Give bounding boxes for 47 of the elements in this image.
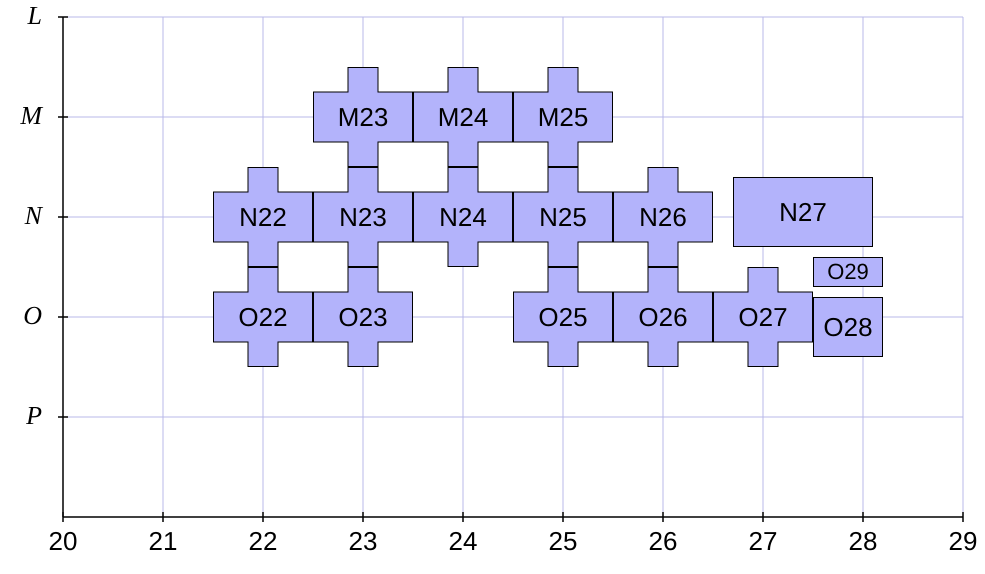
- tile-label: O28: [823, 314, 873, 340]
- cross-tile: [213, 267, 313, 367]
- tile-label: O25: [538, 304, 588, 330]
- axis-label: 21: [148, 528, 178, 554]
- tile-label: O27: [738, 304, 788, 330]
- axis-label: 24: [448, 528, 478, 554]
- tile-label: M23: [338, 104, 388, 130]
- axis-label: P: [25, 403, 42, 429]
- axis-label: 23: [348, 528, 378, 554]
- cross-tile: [613, 267, 713, 367]
- cross-tile: [413, 67, 513, 167]
- tile-label: M24: [438, 104, 488, 130]
- cross-tile: [213, 167, 313, 267]
- axis-label: 29: [948, 528, 978, 554]
- axis-label: O: [22, 303, 42, 329]
- axis-label: L: [26, 3, 42, 29]
- tile-label: O22: [238, 304, 288, 330]
- tile-label: N23: [339, 204, 387, 230]
- tile-label: N27: [779, 199, 827, 225]
- tile-label: O26: [638, 304, 688, 330]
- cross-tile: [313, 167, 413, 267]
- rect-tile: [813, 257, 883, 287]
- axis-label: N: [24, 203, 42, 229]
- tile-label: N25: [539, 204, 587, 230]
- axis-label: 28: [848, 528, 878, 554]
- axis-label: 27: [748, 528, 778, 554]
- cross-tile: [313, 67, 413, 167]
- cross-tile: [513, 67, 613, 167]
- axis-label: M: [19, 103, 42, 129]
- tile-label: N24: [439, 204, 487, 230]
- cross-tile: [513, 167, 613, 267]
- tile-label: N22: [239, 204, 287, 230]
- cross-tile: [713, 267, 813, 367]
- rect-tile: [733, 177, 873, 247]
- axis-label: 20: [48, 528, 78, 554]
- tile-label: N26: [639, 204, 687, 230]
- axis-label: 22: [248, 528, 278, 554]
- axis-label: 26: [648, 528, 678, 554]
- cross-tile: [313, 267, 413, 367]
- cross-tile: [613, 167, 713, 267]
- cross-tile: [413, 167, 513, 267]
- tile-label: M25: [538, 104, 588, 130]
- rect-tile: [813, 297, 883, 357]
- tile-label: O29: [827, 261, 869, 283]
- axis-label: 25: [548, 528, 578, 554]
- cross-tile: [513, 267, 613, 367]
- tile-label: O23: [338, 304, 388, 330]
